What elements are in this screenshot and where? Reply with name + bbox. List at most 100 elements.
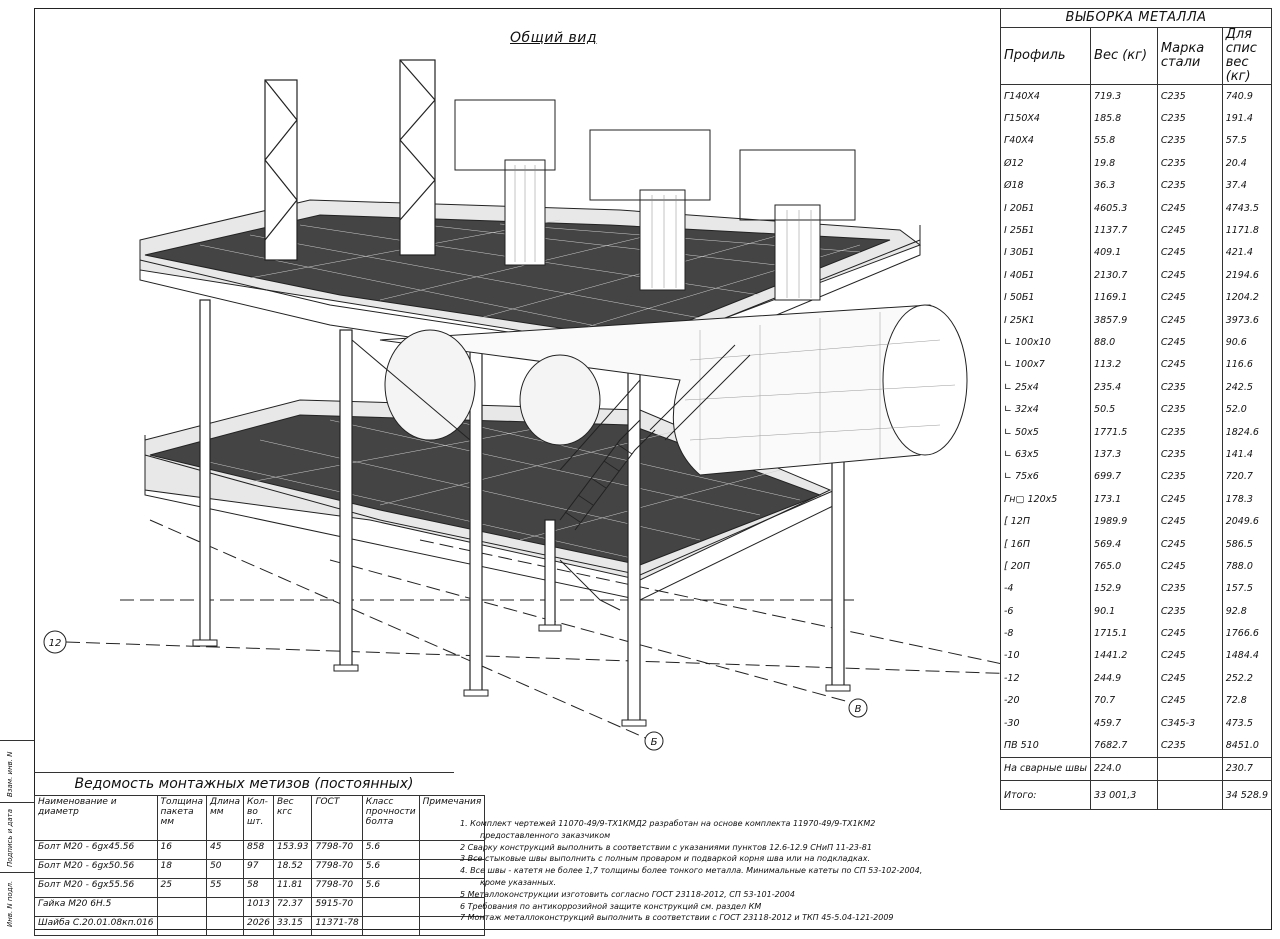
- metal-cell: 473.5: [1221, 711, 1273, 735]
- stamp-label: Инв. N подл.: [6, 880, 14, 927]
- metal-cell: ∟ 100х7: [999, 353, 1092, 377]
- metal-cell: 569.4: [1090, 532, 1158, 556]
- hardware-cell: 5.6: [361, 859, 420, 879]
- note-line: 7 Монтаж металлоконструкций выполнить в …: [460, 913, 894, 923]
- hardware-cell: 5.6: [361, 840, 420, 860]
- metal-cell: С345-3: [1156, 711, 1223, 735]
- metal-cell: С235: [1156, 174, 1223, 197]
- hardware-cell: 11.81: [272, 878, 313, 898]
- hardware-header: Кол-во шт.: [243, 795, 274, 841]
- metal-cell: 55.8: [1090, 129, 1158, 153]
- metal-cell: С245: [1156, 219, 1223, 242]
- metal-cell: Ø12: [999, 152, 1092, 175]
- metal-cell: С245: [1156, 689, 1223, 712]
- hardware-header: Толщина пакета мм: [156, 795, 207, 841]
- hardware-cell: 18.52: [272, 859, 313, 879]
- metal-cell: 157.5: [1221, 577, 1273, 600]
- metal-cell: Ⅰ 30Б1: [999, 241, 1092, 265]
- metal-cell: 7682.7: [1090, 734, 1158, 758]
- metal-cell: 224.0: [1090, 756, 1158, 781]
- metal-cell: 1484.4: [1221, 644, 1273, 668]
- metal-cell: С235: [1156, 152, 1223, 175]
- metal-table: ВЫБОРКА МЕТАЛЛА Профиль Вес (кг) Марка с…: [999, 8, 1273, 811]
- metal-cell: Г40Х4: [999, 129, 1092, 153]
- metal-cell: 173.1: [1090, 488, 1158, 511]
- metal-cell: 2049.6: [1221, 510, 1273, 533]
- metal-cell: 90.1: [1090, 599, 1158, 623]
- metal-cell: 719.3: [1090, 84, 1158, 108]
- metal-cell: 141.4: [1221, 443, 1273, 466]
- metal-cell: ∟ 25х4: [999, 376, 1092, 399]
- note-line: 3 Все стыковые швы выполнить с полным пр…: [460, 854, 870, 864]
- metal-cell: С235: [1156, 465, 1223, 489]
- metal-cell: 3973.6: [1221, 308, 1273, 332]
- metal-cell: С245: [1156, 667, 1223, 690]
- metal-cell: С235: [1156, 129, 1223, 153]
- metal-cell: 19.8: [1090, 152, 1158, 175]
- hardware-cell: 33.15: [272, 916, 313, 936]
- hardware-cell: Болт М20 - 6gх55.56: [34, 878, 158, 898]
- metal-cell: -10: [999, 644, 1092, 668]
- metal-total-cell: 33 001,3: [1090, 780, 1158, 811]
- note-line: предоставленного заказчиком: [480, 830, 611, 840]
- metal-header: Для спис вес (кг): [1221, 27, 1273, 85]
- metal-cell: С235: [1156, 420, 1223, 444]
- hardware-cell: 25: [156, 878, 207, 898]
- metal-cell: 57.5: [1221, 129, 1273, 153]
- side-stamp: Взам. инв. N Подпись и дата Инв. N подл.: [0, 740, 34, 930]
- metal-header: Марка стали: [1156, 27, 1223, 85]
- metal-cell: -6: [999, 599, 1092, 623]
- metal-cell: Ⅰ 20Б1: [999, 196, 1092, 220]
- hardware-cell: 5.6: [361, 878, 420, 898]
- metal-cell: Г150Х4: [999, 107, 1092, 130]
- metal-cell: С245: [1156, 308, 1223, 332]
- hardware-cell: 97: [243, 859, 274, 879]
- metal-cell: 765.0: [1090, 555, 1158, 578]
- metal-cell: 459.7: [1090, 711, 1158, 735]
- metal-cell: 185.8: [1090, 107, 1158, 130]
- metal-cell: 699.7: [1090, 465, 1158, 489]
- metal-cell: 788.0: [1221, 555, 1273, 578]
- metal-total-cell: Итого:: [999, 780, 1092, 811]
- metal-cell: 137.3: [1090, 443, 1158, 466]
- drawing-title: Общий вид: [510, 30, 598, 46]
- note-line: 1. Комплект чертежей 11070-49/9-ТХ1КМД2 …: [460, 819, 876, 828]
- metal-cell: [ 16П: [999, 532, 1092, 556]
- hardware-cell: 7798-70: [311, 878, 363, 898]
- hardware-cell: 7798-70: [311, 859, 363, 879]
- metal-cell: Ⅰ 25Б1: [999, 219, 1092, 242]
- metal-cell: 70.7: [1090, 689, 1158, 712]
- metal-cell: С245: [1156, 353, 1223, 377]
- metal-cell: С235: [1156, 443, 1223, 466]
- metal-total-cell: [1156, 780, 1223, 811]
- notes: 1. Комплект чертежей 11070-49/9-ТХ1КМД2 …: [460, 818, 922, 924]
- metal-table-title: ВЫБОРКА МЕТАЛЛА: [1000, 8, 1272, 27]
- metal-cell: 2194.6: [1221, 264, 1273, 287]
- metal-cell: С245: [1156, 264, 1223, 287]
- metal-cell: 178.3: [1221, 488, 1273, 511]
- metal-cell: Ⅰ 50Б1: [999, 286, 1092, 309]
- hardware-cell: 1013: [243, 897, 274, 917]
- metal-cell: С245: [1156, 622, 1223, 645]
- hardware-cell: [205, 916, 245, 936]
- hardware-cell: [205, 897, 245, 917]
- stamp-label: Подпись и дата: [6, 809, 14, 867]
- hardware-cell: 72.37: [272, 897, 313, 917]
- metal-cell: С245: [1156, 532, 1223, 556]
- metal-cell: 152.9: [1090, 577, 1158, 600]
- metal-cell: С235: [1156, 398, 1223, 421]
- drawing-frame: [34, 8, 1272, 930]
